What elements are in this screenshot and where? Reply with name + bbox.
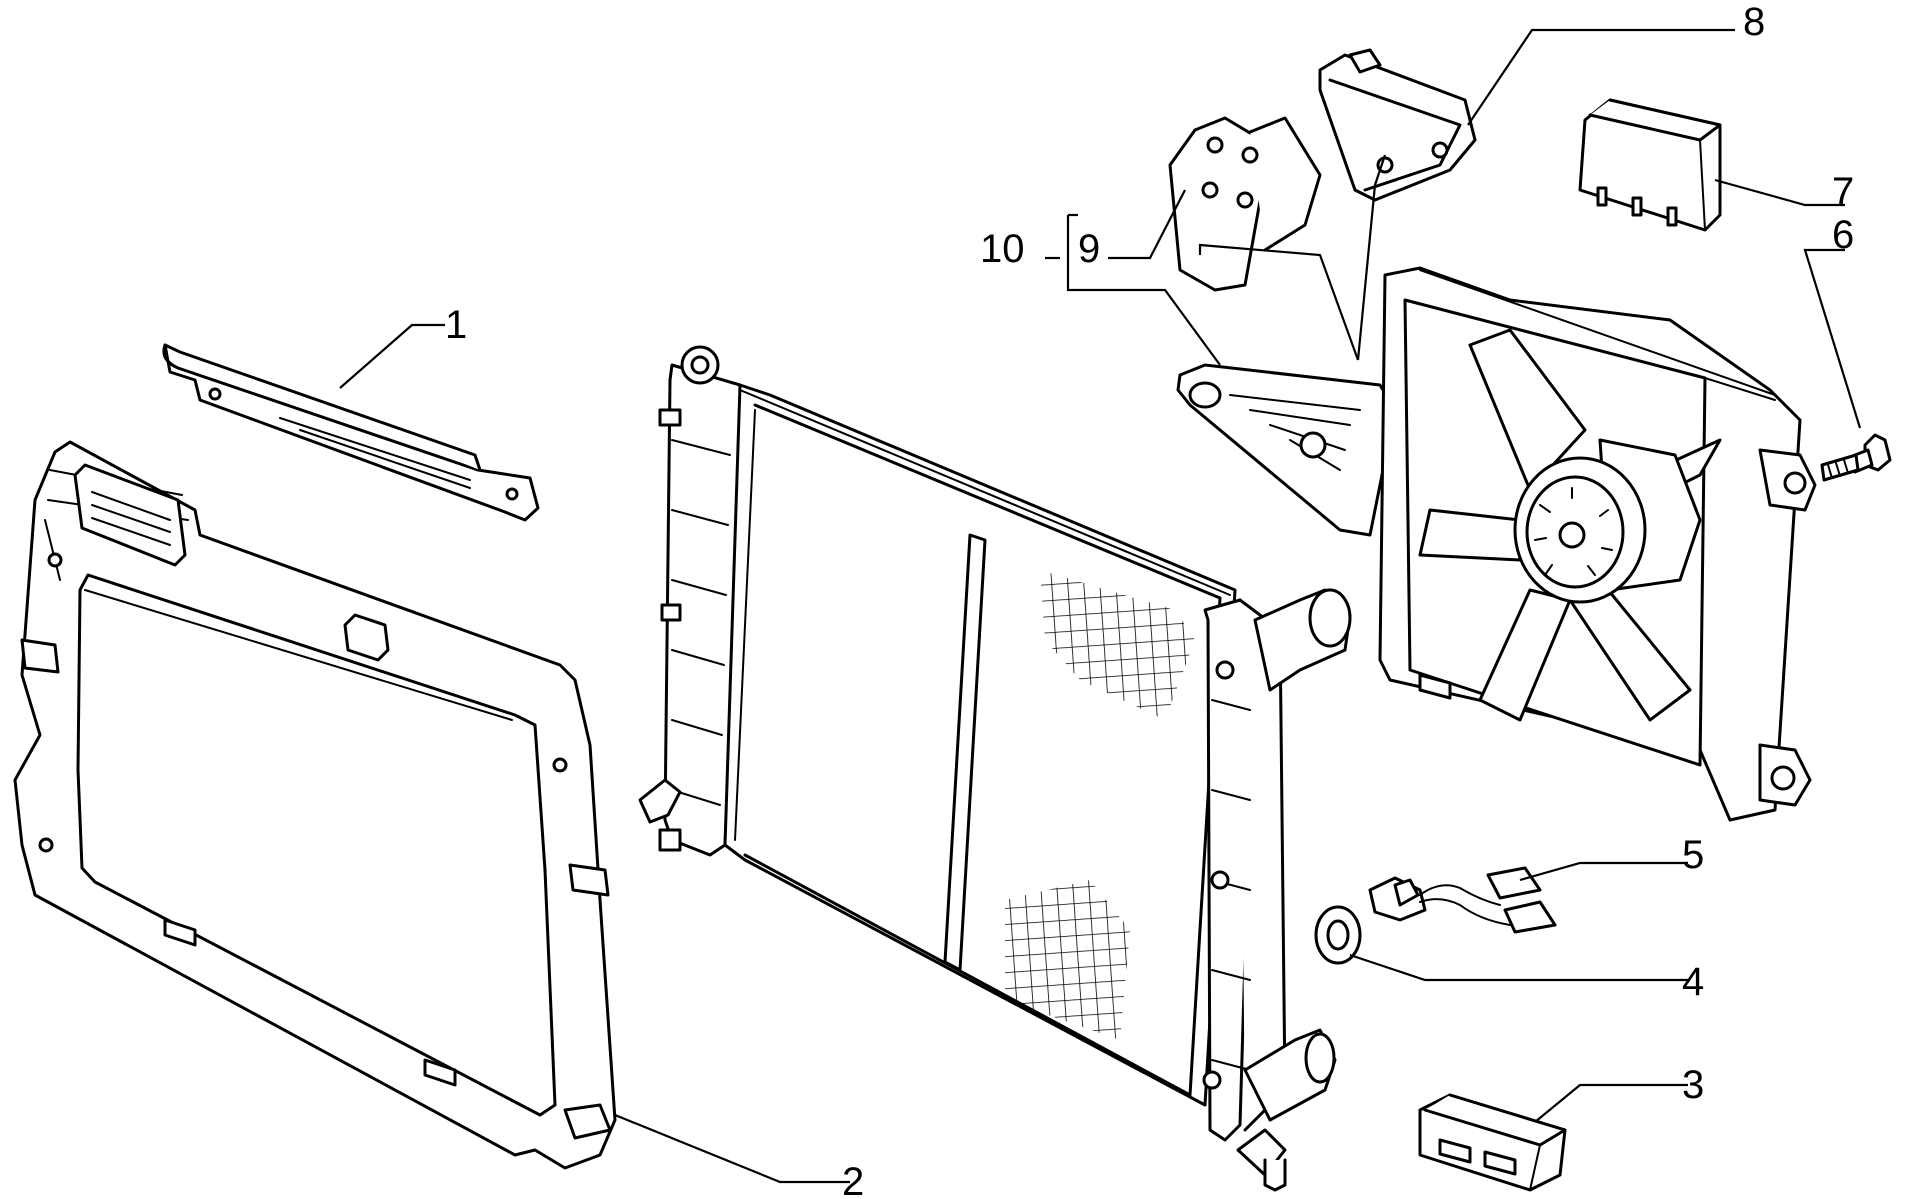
callout-2: 2: [842, 1160, 864, 1199]
part-3-connector: [1418, 1093, 1567, 1192]
callout-10: 10: [980, 227, 1025, 271]
callout-4: 4: [1682, 960, 1704, 1004]
callout-5: 5: [1682, 833, 1704, 877]
part-4-washer: [1314, 905, 1362, 965]
callout-6: 6: [1832, 213, 1854, 257]
radiator: [638, 345, 1352, 1192]
part-8-relay-housing: [1318, 48, 1477, 202]
part-6-bolt: [1820, 433, 1892, 482]
callout-7: 7: [1832, 170, 1854, 214]
leader-lines: [339, 28, 1862, 1184]
part-1-top-rail: [162, 343, 540, 522]
part-9-resistor: [1168, 116, 1322, 292]
callout-labels: 1 2 3 4 5 6 7 8 9 10: [445, 0, 1854, 1199]
callout-1: 1: [445, 303, 467, 347]
callout-3: 3: [1682, 1063, 1704, 1107]
part-2-shroud-frame: [13, 440, 617, 1170]
part-7-relay: [1578, 98, 1722, 232]
callout-9: 9: [1078, 227, 1100, 271]
part-5-thermal-switch: [1368, 866, 1557, 934]
callout-8: 8: [1743, 0, 1765, 44]
fan-assembly: [1176, 266, 1817, 822]
